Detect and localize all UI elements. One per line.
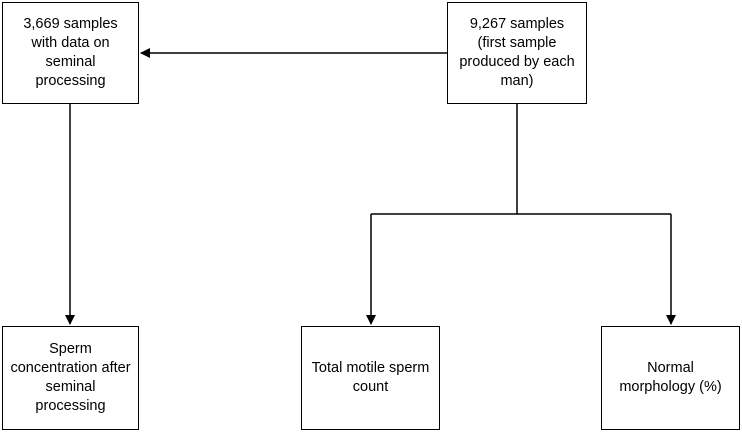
- node-sperm-concentration: Sperm concentration after seminal proces…: [2, 326, 139, 430]
- node-seminal-processing-samples: 3,669 samples with data on seminal proce…: [2, 2, 139, 104]
- node-all-samples-label: 9,267 samples (first sample produced by …: [459, 16, 575, 89]
- node-normal-morphology: Normal morphology (%): [601, 326, 740, 430]
- node-normal-morphology-label: Normal morphology (%): [619, 360, 722, 395]
- node-all-samples: 9,267 samples (first sample produced by …: [447, 2, 587, 104]
- node-total-motile-label: Total motile sperm count: [311, 360, 430, 395]
- node-total-motile-sperm-count: Total motile sperm count: [301, 326, 440, 430]
- node-seminal-processing-label: 3,669 samples with data on seminal proce…: [23, 16, 118, 89]
- node-sperm-concentration-label: Sperm concentration after seminal proces…: [10, 341, 131, 414]
